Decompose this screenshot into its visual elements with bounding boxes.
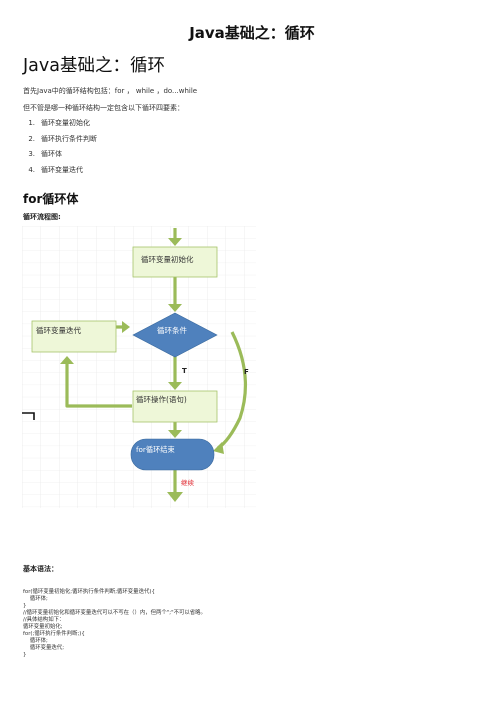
for-loop-flowchart: 循环变量初始化 循环变量迭代 循环条件 T F 循环操作(语句) for循环结束… (22, 226, 256, 508)
iter-box-label: 循环变量迭代 (36, 325, 81, 335)
code-line: for(循环变量初始化;循环执行条件判断;循环变量迭代){ (23, 589, 155, 595)
arrowhead (168, 430, 182, 438)
list-item: 2.循环执行条件判断 (28, 134, 97, 143)
arrowhead (168, 238, 182, 246)
body-box-label: 循环操作(语句) (136, 394, 187, 404)
code-line: //具体结构如下： (23, 617, 65, 623)
arrowhead (168, 382, 182, 390)
for-heading: for循环体 (23, 192, 79, 206)
code-line: 循环变量初始化; (23, 624, 63, 630)
end-terminator (130, 438, 215, 471)
arrowhead (167, 492, 183, 502)
iter-box (31, 320, 117, 353)
arrow-false-path (217, 331, 248, 450)
document-title: Java基础之：循环 (189, 24, 315, 42)
init-box-label: 循环变量初始化 (141, 254, 194, 264)
init-box (132, 246, 218, 278)
arrow-body-to-iter (65, 364, 132, 408)
end-label: for循环结束 (136, 445, 175, 454)
arrowhead (168, 304, 182, 312)
loop-elements-list: 1.循环变量初始化 2.循环执行条件判断 3.循环体 4.循环变量迭代 (23, 118, 97, 180)
condition-diamond (132, 312, 218, 358)
arrowhead (122, 321, 130, 333)
arrowhead (60, 356, 74, 364)
syntax-label: 基本语法： (23, 565, 58, 573)
continue-label: 继续 (181, 478, 195, 487)
code-line: } (23, 603, 27, 609)
page-heading: Java基础之：循环 (23, 56, 165, 76)
list-item: 3.循环体 (28, 150, 62, 158)
list-item: 1.循环变量初始化 (28, 119, 90, 127)
condition-label: 循环条件 (157, 325, 187, 335)
intro-text-2: 但不管是哪一种循环结构一定包含以下循环四要素： (23, 104, 184, 112)
code-line: } (23, 652, 27, 658)
code-line: 循环体; (23, 638, 48, 644)
code-line: for(;循环执行条件判断;){ (23, 631, 85, 637)
flow-label: 循环流程图: (23, 213, 61, 221)
code-line: //循环变量初始化和循环变量迭代可以不写在（）内，但两个";"不可以省略。 (23, 610, 206, 616)
intro-text: 首先Java中的循环结构包括：for ， while ，do...while (23, 87, 198, 95)
body-box (132, 390, 218, 423)
arrowhead (213, 442, 224, 454)
cursor-mark (22, 412, 35, 420)
false-label: F (244, 368, 249, 376)
true-label: T (182, 367, 187, 375)
code-line: 循环体; (23, 596, 48, 602)
code-block: for(循环变量初始化;循环执行条件判断;循环变量迭代){ 循环体; } //循… (23, 589, 206, 659)
list-item: 4.循环变量迭代 (28, 165, 83, 174)
code-line: 循环变量迭代; (23, 645, 65, 651)
